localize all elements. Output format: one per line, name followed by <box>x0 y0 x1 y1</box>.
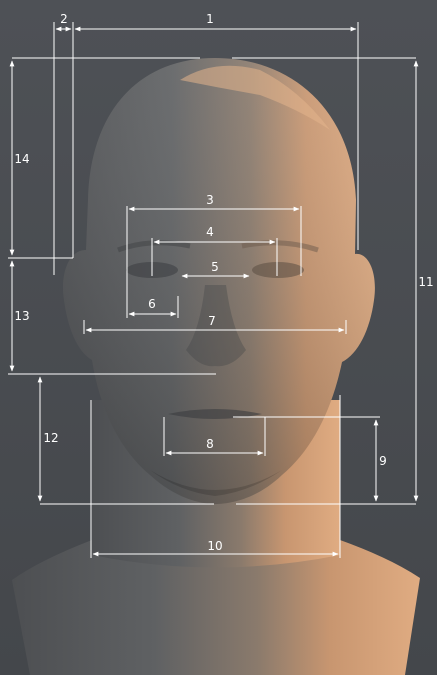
label-11: 11 <box>418 275 433 289</box>
nose <box>186 285 246 367</box>
head-shading <box>62 58 375 504</box>
measurement-labels: 1 2 3 4 5 6 7 8 9 10 11 12 13 14 <box>14 12 433 553</box>
label-13: 13 <box>14 309 29 323</box>
chin-shadow <box>150 470 282 496</box>
label-14: 14 <box>14 152 29 166</box>
label-5: 5 <box>211 260 219 274</box>
label-12: 12 <box>43 431 58 445</box>
head-highlight <box>180 65 330 130</box>
right-brow <box>241 240 319 253</box>
label-9: 9 <box>379 454 387 468</box>
bust-illustration <box>12 58 420 675</box>
measurement-guides <box>8 22 419 558</box>
right-eye <box>252 262 304 278</box>
label-6: 6 <box>148 297 156 311</box>
label-1: 1 <box>206 12 214 26</box>
label-2: 2 <box>60 12 68 26</box>
label-10: 10 <box>207 539 222 553</box>
shoulders-shape <box>12 540 420 675</box>
label-4: 4 <box>206 225 214 239</box>
label-3: 3 <box>206 193 214 207</box>
label-7: 7 <box>208 314 216 328</box>
label-8: 8 <box>206 437 214 451</box>
